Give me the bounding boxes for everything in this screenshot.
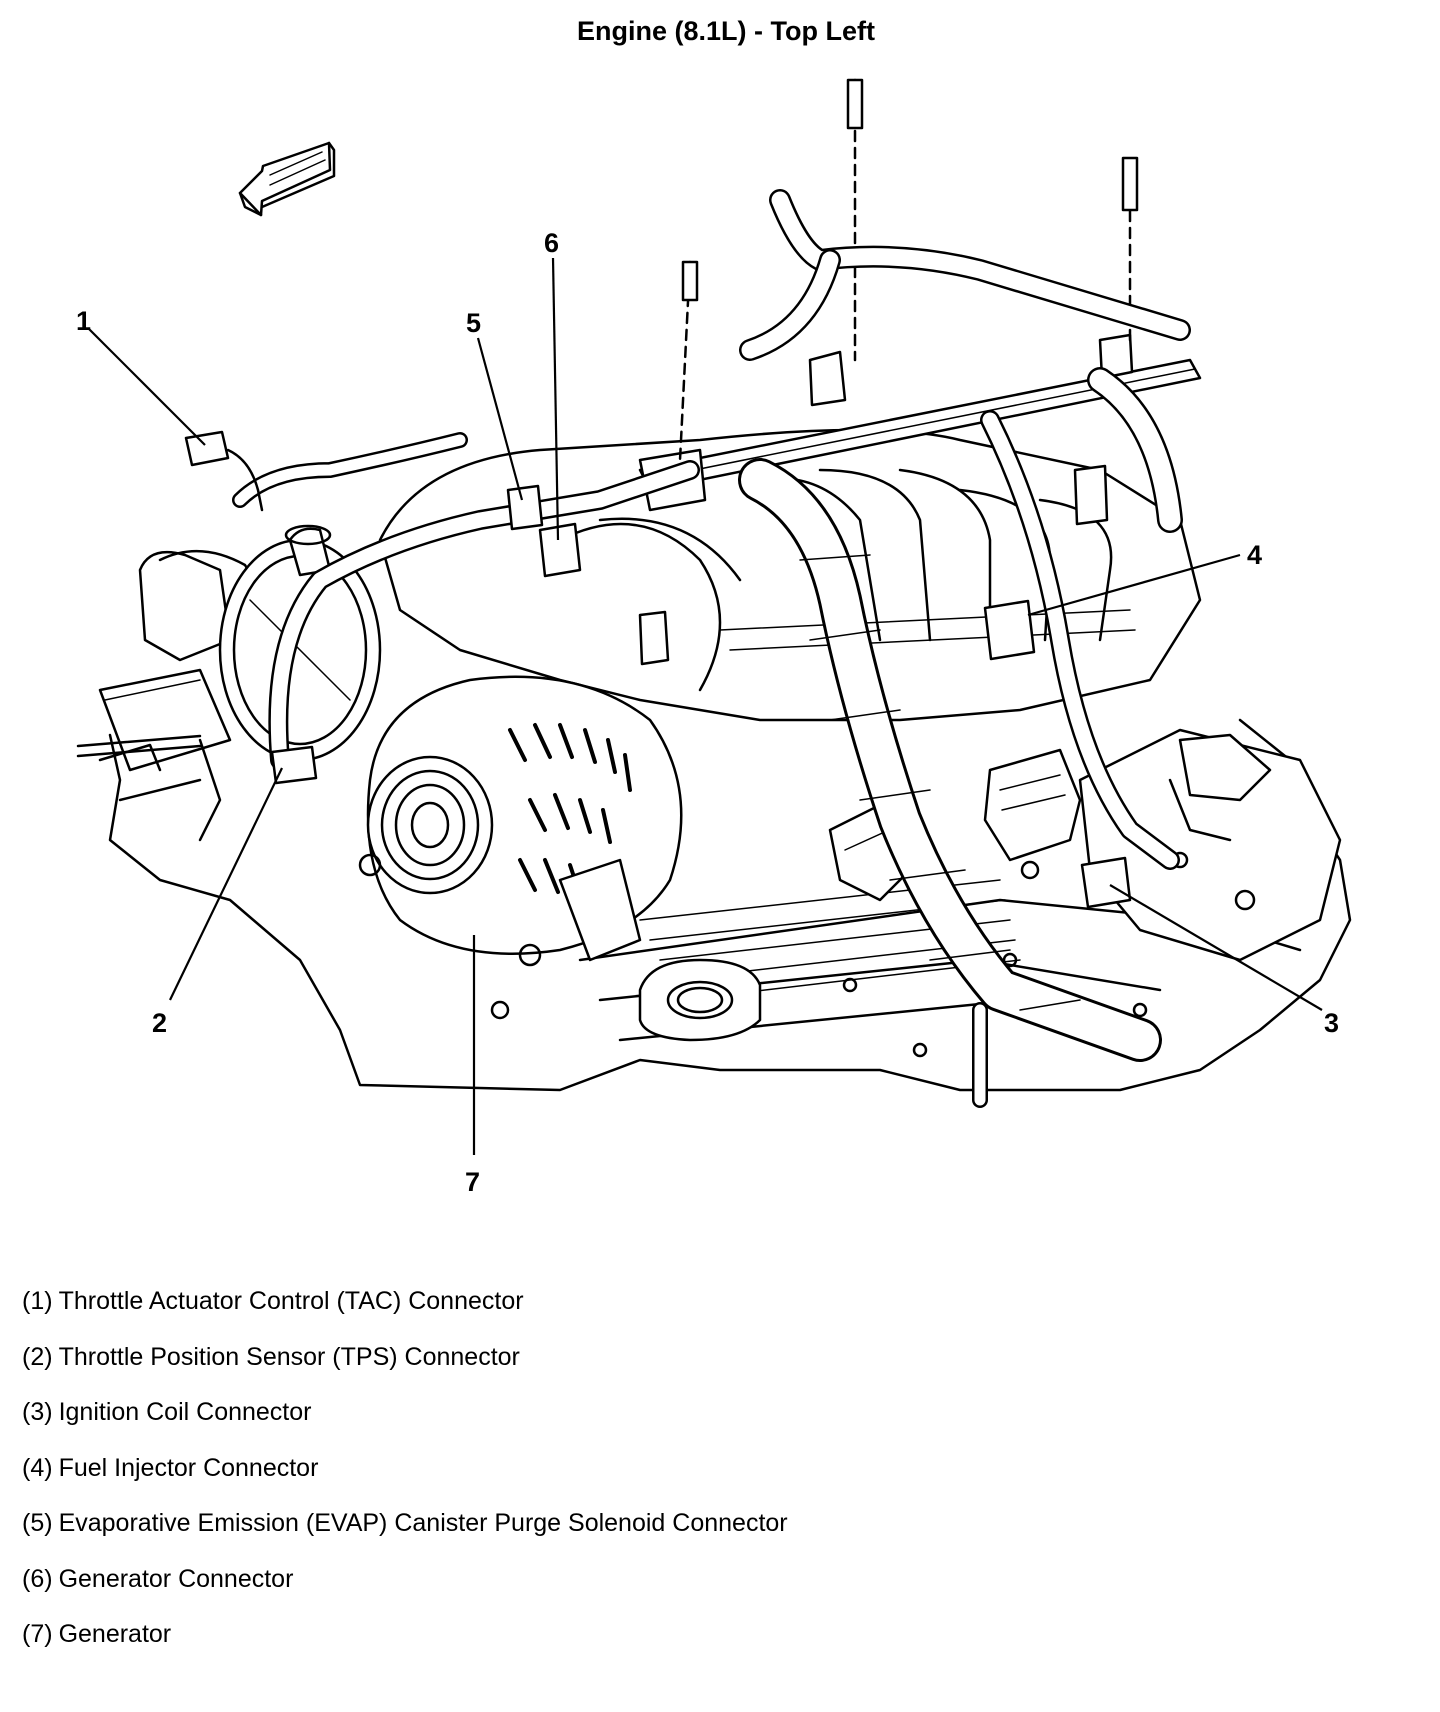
ignition-coil-connector-drawing xyxy=(1080,856,1132,909)
leader-line-2 xyxy=(169,767,283,1001)
leader-line-1 xyxy=(87,327,206,446)
legend-number: (3) xyxy=(22,1398,53,1426)
legend-text: Fuel Injector Connector xyxy=(58,1453,319,1482)
intake-manifold-drawing xyxy=(378,78,1202,722)
wiring-harness-drawing xyxy=(232,189,1191,1108)
legend-number: (2) xyxy=(22,1342,53,1371)
legend-text: Evaporative Emission (EVAP) Canister Pur… xyxy=(58,1509,788,1537)
callout-6: 6 xyxy=(544,228,559,258)
leader-line-5 xyxy=(476,337,524,501)
callout-7: 7 xyxy=(465,1167,480,1197)
legend-text: Generator xyxy=(58,1620,172,1648)
callout-3: 3 xyxy=(1324,1008,1339,1038)
legend-text: Ignition Coil Connector xyxy=(58,1398,312,1426)
legend-item: (5)Evaporative Emission (EVAP) Canister … xyxy=(22,1508,788,1564)
legend-number: (7) xyxy=(22,1620,53,1648)
leader-line-6 xyxy=(551,257,560,541)
tps-connector-drawing xyxy=(270,745,318,785)
callout-2: 2 xyxy=(152,1008,167,1038)
generator-drawing xyxy=(358,675,683,1020)
legend-item: (3)Ignition Coil Connector xyxy=(22,1397,788,1453)
callout-1: 1 xyxy=(76,306,91,336)
forward-direction-arrow-icon xyxy=(238,141,336,217)
leader-line-4 xyxy=(1027,553,1241,617)
legend-item: (7)Generator xyxy=(22,1619,788,1659)
leader-line-3 xyxy=(1109,884,1323,1011)
callout-4: 4 xyxy=(1247,540,1262,570)
legend-item: (4)Fuel Injector Connector xyxy=(22,1453,788,1509)
tac-connector-drawing xyxy=(184,430,264,512)
legend-list: (1)Throttle Actuator Control (TAC) Conne… xyxy=(22,1286,788,1659)
legend-item: (6)Generator Connector xyxy=(22,1564,788,1620)
legend-number: (1) xyxy=(22,1287,53,1315)
throttle-body-drawing xyxy=(76,524,382,842)
engine-illustration: 1 2 3 4 5 6 7 xyxy=(76,78,1352,1197)
legend-text: Throttle Position Sensor (TPS) Connector xyxy=(58,1342,520,1371)
legend-item: (1)Throttle Actuator Control (TAC) Conne… xyxy=(22,1286,788,1342)
callout-5: 5 xyxy=(466,308,481,338)
legend-item: (2)Throttle Position Sensor (TPS) Connec… xyxy=(22,1342,788,1398)
generator-connector-drawing xyxy=(538,522,582,578)
legend-text: Generator Connector xyxy=(58,1564,294,1593)
fuel-injector-connector-drawing xyxy=(983,599,1036,661)
legend-text: Throttle Actuator Control (TAC) Connecto… xyxy=(58,1287,524,1315)
legend-number: (6) xyxy=(22,1564,53,1593)
legend-number: (4) xyxy=(22,1453,53,1482)
diagram-title: Engine (8.1L) - Top Left xyxy=(577,16,875,46)
legend-number: (5) xyxy=(22,1509,53,1537)
evap-purge-connector-drawing xyxy=(506,484,544,531)
